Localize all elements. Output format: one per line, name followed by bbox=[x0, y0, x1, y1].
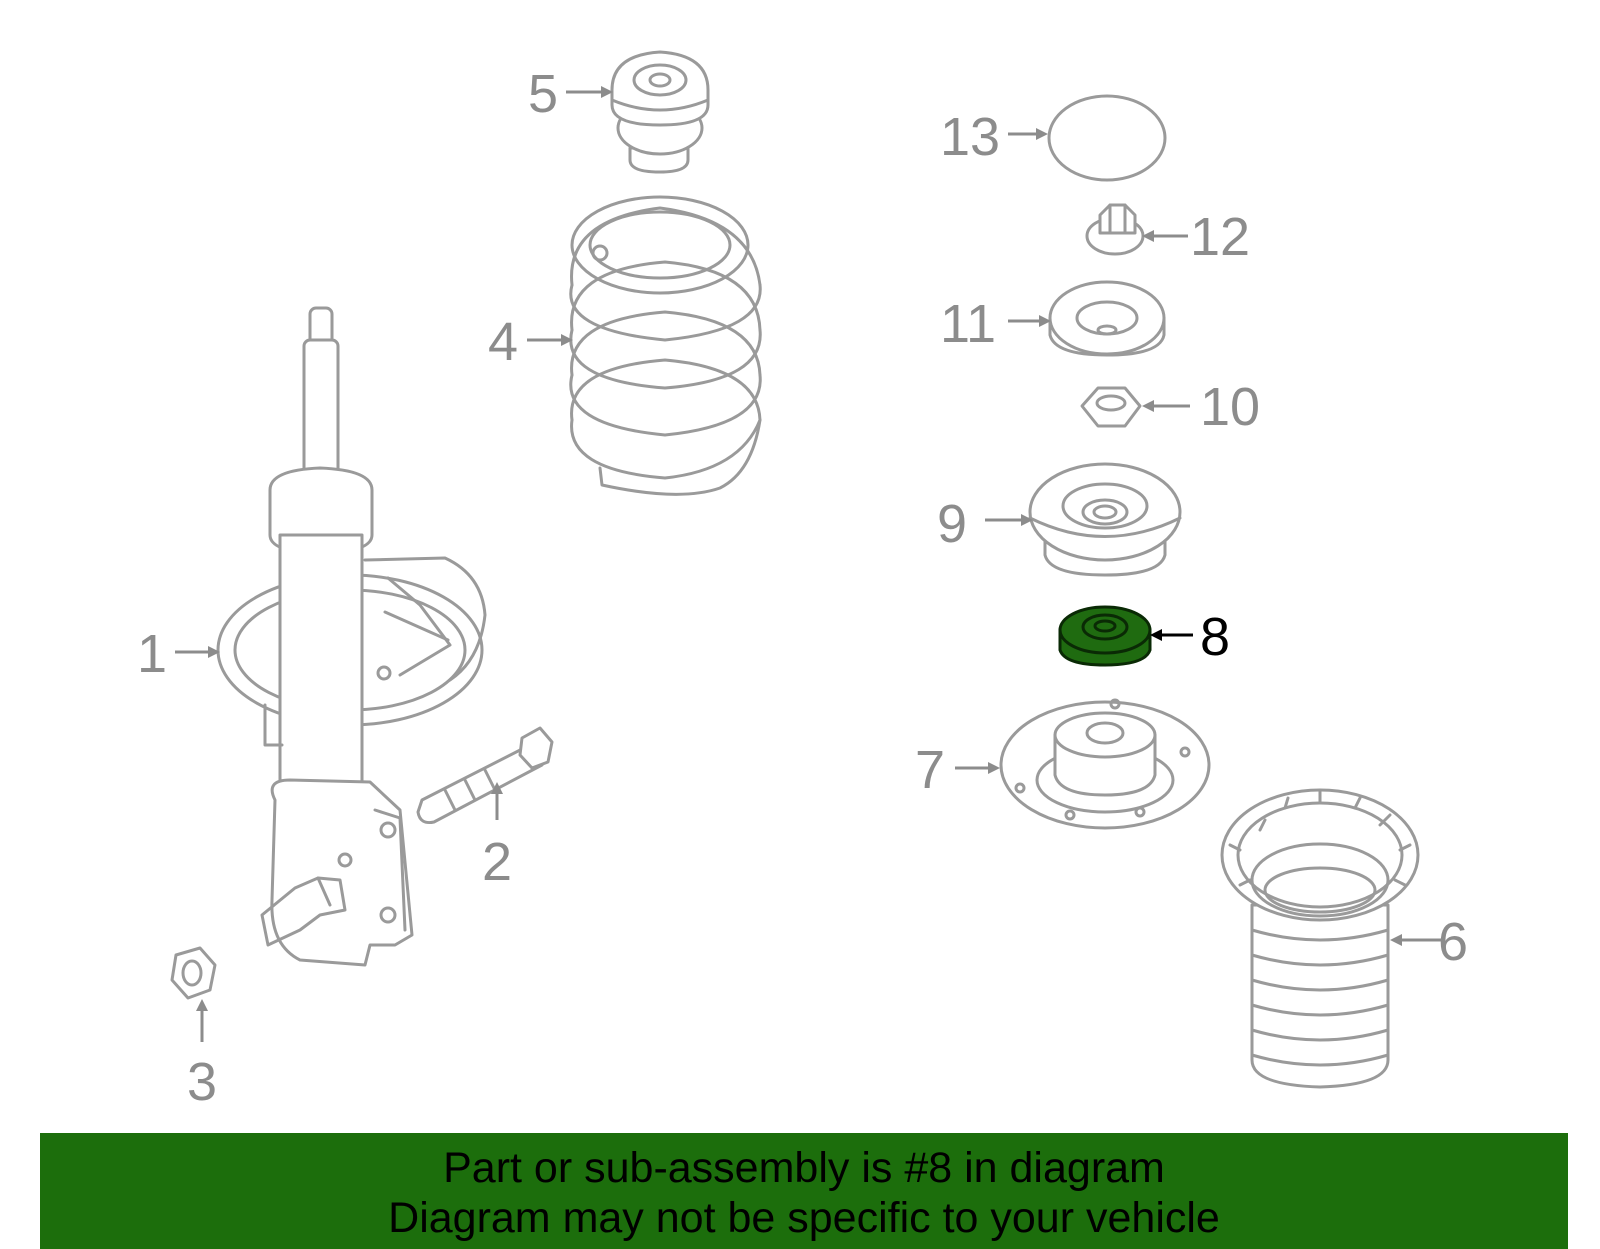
part-11-washer[interactable] bbox=[1048, 280, 1166, 357]
part-9-upper-mount[interactable] bbox=[1028, 462, 1182, 577]
callout-3: 3 bbox=[187, 1052, 217, 1112]
callout-12: 12 bbox=[1190, 207, 1250, 267]
callout-5: 5 bbox=[528, 64, 558, 124]
part-info-banner: Part or sub-assembly is #8 in diagram Di… bbox=[40, 1133, 1568, 1249]
banner-line-disclaimer: Diagram may not be specific to your vehi… bbox=[388, 1194, 1220, 1242]
callout-10: 10 bbox=[1200, 377, 1260, 437]
part-2-bolt[interactable] bbox=[416, 726, 554, 824]
part-10-nut[interactable] bbox=[1080, 386, 1142, 428]
callout-7: 7 bbox=[915, 740, 945, 800]
callout-11: 11 bbox=[940, 294, 996, 354]
part-1-strut[interactable] bbox=[216, 306, 487, 967]
callout-labels: 1 2 3 4 5 6 7 8 9 10 11 12 13 bbox=[137, 64, 1468, 1112]
callout-8: 8 bbox=[1200, 607, 1230, 667]
part-8-isolator-highlighted[interactable] bbox=[1058, 605, 1152, 667]
part-4-coil-spring[interactable] bbox=[569, 195, 762, 496]
callout-2: 2 bbox=[482, 832, 512, 892]
callout-1: 1 bbox=[137, 624, 167, 684]
part-7-mount-plate[interactable] bbox=[999, 698, 1211, 830]
banner-line-part: Part or sub-assembly is #8 in diagram bbox=[443, 1144, 1165, 1192]
part-12-flange-nut[interactable] bbox=[1085, 203, 1145, 256]
part-6-dust-boot[interactable] bbox=[1220, 788, 1420, 1089]
part-5-bump-stop[interactable] bbox=[610, 50, 710, 174]
part-13-cap[interactable] bbox=[1047, 94, 1167, 182]
callout-9: 9 bbox=[937, 494, 967, 554]
callout-6: 6 bbox=[1438, 912, 1468, 972]
callout-13: 13 bbox=[940, 107, 1000, 167]
part-3-nut[interactable] bbox=[170, 946, 217, 1000]
callout-4: 4 bbox=[488, 312, 518, 372]
callout-arrows bbox=[175, 86, 1445, 1042]
